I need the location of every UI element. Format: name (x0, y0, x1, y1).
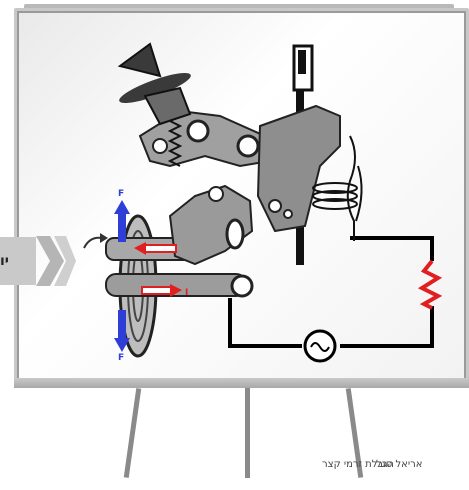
force-label-bottom: F (118, 353, 124, 363)
next-chevrons-icon[interactable] (6, 232, 76, 290)
rotation-arrow-icon (84, 238, 102, 248)
board-tray (14, 378, 469, 388)
hat-piece (117, 44, 194, 124)
right-mechanism (258, 106, 340, 231)
force-label-top: F (118, 189, 124, 199)
easel-leg-center (245, 388, 250, 478)
easel-leg-left (124, 388, 141, 478)
circuit-breaker-diagram: F F I (20, 16, 460, 376)
resistor-symbol (422, 261, 438, 308)
circuit-wire (230, 238, 432, 346)
footer-topic: הגבלת זרמי קצר (322, 459, 394, 470)
current-label: I (185, 288, 188, 298)
